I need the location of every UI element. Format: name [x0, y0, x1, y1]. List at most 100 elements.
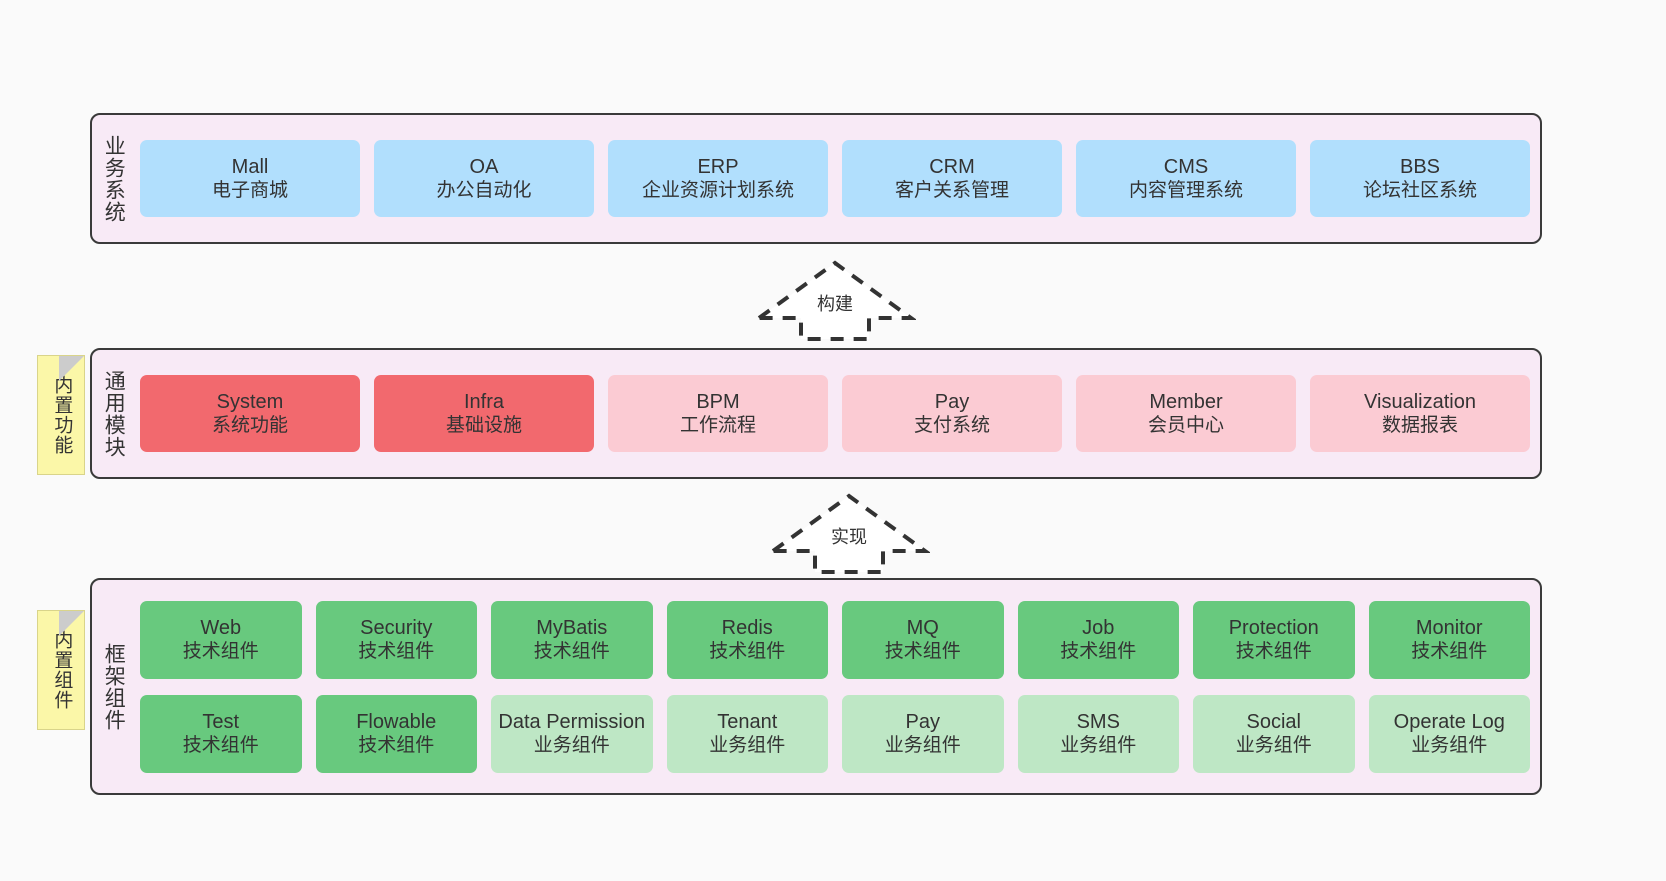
card-subtitle: 技术组件	[182, 735, 259, 757]
layer-title-business: 业务系统	[102, 134, 126, 223]
card-title: MyBatis	[536, 616, 608, 639]
card-system[interactable]: System 系统功能	[140, 375, 360, 452]
card-web[interactable]: Web 技术组件	[140, 600, 302, 679]
card-crm[interactable]: CRM 客户关系管理	[842, 140, 1062, 217]
card-subtitle: 技术组件	[1060, 641, 1137, 663]
card-title: BBS	[1399, 155, 1441, 178]
card-subtitle: 技术组件	[1411, 641, 1488, 663]
card-title: Data Permission	[498, 710, 646, 733]
card-data-permission[interactable]: Data Permission 业务组件	[491, 694, 653, 773]
card-subtitle: 技术组件	[358, 641, 435, 663]
layer-body-common: System 系统功能 Infra 基础设施 BPM 工作流程 Pay 支付系统	[134, 350, 1540, 477]
card-bpm[interactable]: BPM 工作流程	[608, 375, 828, 452]
card-job[interactable]: Job 技术组件	[1017, 600, 1179, 679]
card-row: Mall 电子商城 OA 办公自动化 ERP 企业资源计划系统 CRM 客户关系…	[140, 140, 1530, 217]
card-subtitle: 技术组件	[1235, 641, 1312, 663]
card-subtitle: 内容管理系统	[1128, 180, 1243, 202]
card-tenant[interactable]: Tenant 业务组件	[666, 694, 828, 773]
card-subtitle: 业务组件	[1411, 735, 1488, 757]
card-test[interactable]: Test 技术组件	[140, 694, 302, 773]
layer-title-frame: 框架组件	[102, 642, 126, 731]
card-operate-log[interactable]: Operate Log 业务组件	[1368, 694, 1530, 773]
card-title: Pay	[934, 390, 970, 413]
card-rows-frame: Web 技术组件 Security 技术组件 MyBatis 技术组件 Redi…	[140, 600, 1530, 773]
card-row: System 系统功能 Infra 基础设施 BPM 工作流程 Pay 支付系统	[140, 375, 1530, 452]
card-subtitle: 基础设施	[445, 415, 522, 437]
card-oa[interactable]: OA 办公自动化	[374, 140, 594, 217]
card-subtitle: 会员中心	[1147, 415, 1224, 437]
card-subtitle: 技术组件	[533, 641, 610, 663]
card-bbs[interactable]: BBS 论坛社区系统	[1310, 140, 1530, 217]
card-title: Redis	[721, 616, 773, 639]
card-subtitle: 业务组件	[1060, 735, 1137, 757]
card-sms[interactable]: SMS 业务组件	[1017, 694, 1179, 773]
card-title: CRM	[929, 155, 975, 178]
card-title: Test	[202, 710, 240, 733]
card-title: SMS	[1076, 710, 1120, 733]
card-subtitle: 客户关系管理	[894, 180, 1009, 202]
layer-body-frame: Web 技术组件 Security 技术组件 MyBatis 技术组件 Redi…	[134, 580, 1540, 793]
card-subtitle: 业务组件	[884, 735, 961, 757]
card-protection[interactable]: Protection 技术组件	[1193, 600, 1355, 679]
card-subtitle: 企业资源计划系统	[641, 180, 794, 202]
card-flowable[interactable]: Flowable 技术组件	[315, 694, 477, 773]
card-rows-common: System 系统功能 Infra 基础设施 BPM 工作流程 Pay 支付系统	[140, 375, 1530, 452]
card-subtitle: 支付系统	[913, 415, 990, 437]
card-subtitle: 技术组件	[709, 641, 786, 663]
card-subtitle: 业务组件	[1235, 735, 1312, 757]
card-subtitle: 数据报表	[1381, 415, 1458, 437]
card-title: BPM	[696, 390, 740, 413]
dashed-hollow-up-arrow-icon	[754, 260, 916, 341]
card-visualization[interactable]: Visualization 数据报表	[1310, 375, 1530, 452]
card-social[interactable]: Social 业务组件	[1193, 694, 1355, 773]
card-subtitle: 业务组件	[533, 735, 610, 757]
card-title: OA	[469, 155, 499, 178]
sticky-note-builtin-features: 内置功能	[37, 355, 85, 475]
card-rows-business: Mall 电子商城 OA 办公自动化 ERP 企业资源计划系统 CRM 客户关系…	[140, 140, 1530, 217]
card-title: System	[216, 390, 284, 413]
card-title: ERP	[697, 155, 739, 178]
card-mall[interactable]: Mall 电子商城	[140, 140, 360, 217]
card-title: MQ	[906, 616, 939, 639]
card-title: Flowable	[356, 710, 437, 733]
card-title: Monitor	[1415, 616, 1483, 639]
card-pay-business[interactable]: Pay 业务组件	[842, 694, 1004, 773]
layer-business-systems: 业务系统 Mall 电子商城 OA 办公自动化 ERP 企业资源计划系统	[90, 113, 1542, 244]
card-redis[interactable]: Redis 技术组件	[666, 600, 828, 679]
card-infra[interactable]: Infra 基础设施	[374, 375, 594, 452]
card-cms[interactable]: CMS 内容管理系统	[1076, 140, 1296, 217]
layer-body-business: Mall 电子商城 OA 办公自动化 ERP 企业资源计划系统 CRM 客户关系…	[134, 115, 1540, 242]
card-row: Web 技术组件 Security 技术组件 MyBatis 技术组件 Redi…	[140, 600, 1530, 679]
card-subtitle: 技术组件	[358, 735, 435, 757]
card-title: Job	[1082, 616, 1115, 639]
card-pay[interactable]: Pay 支付系统	[842, 375, 1062, 452]
card-member[interactable]: Member 会员中心	[1076, 375, 1296, 452]
layer-common-modules: 通用模块 System 系统功能 Infra 基础设施 BPM 工作流程	[90, 348, 1542, 479]
card-subtitle: 工作流程	[679, 415, 756, 437]
card-mybatis[interactable]: MyBatis 技术组件	[491, 600, 653, 679]
card-subtitle: 业务组件	[709, 735, 786, 757]
sticky-note-builtin-components: 内置组件	[37, 610, 85, 730]
card-title: Operate Log	[1393, 710, 1505, 733]
layer-title-common: 通用模块	[102, 369, 126, 458]
card-subtitle: 技术组件	[182, 641, 259, 663]
card-title: Protection	[1228, 616, 1319, 639]
card-subtitle: 电子商城	[211, 180, 288, 202]
card-erp[interactable]: ERP 企业资源计划系统	[608, 140, 828, 217]
card-title: Infra	[463, 390, 505, 413]
card-row: Test 技术组件 Flowable 技术组件 Data Permission …	[140, 694, 1530, 773]
layer-framework-components: 框架组件 Web 技术组件 Security 技术组件 MyBatis 技术组件	[90, 578, 1542, 795]
card-mq[interactable]: MQ 技术组件	[842, 600, 1004, 679]
card-subtitle: 论坛社区系统	[1362, 180, 1477, 202]
sticky-note-label: 内置功能	[51, 375, 73, 455]
card-title: Security	[360, 616, 433, 639]
card-subtitle: 技术组件	[884, 641, 961, 663]
sticky-note-label: 内置组件	[51, 630, 73, 710]
card-title: CMS	[1163, 155, 1209, 178]
dashed-hollow-up-arrow-icon	[768, 493, 930, 574]
card-title: Pay	[905, 710, 940, 733]
card-security[interactable]: Security 技术组件	[315, 600, 477, 679]
card-monitor[interactable]: Monitor 技术组件	[1368, 600, 1530, 679]
card-subtitle: 系统功能	[211, 415, 288, 437]
